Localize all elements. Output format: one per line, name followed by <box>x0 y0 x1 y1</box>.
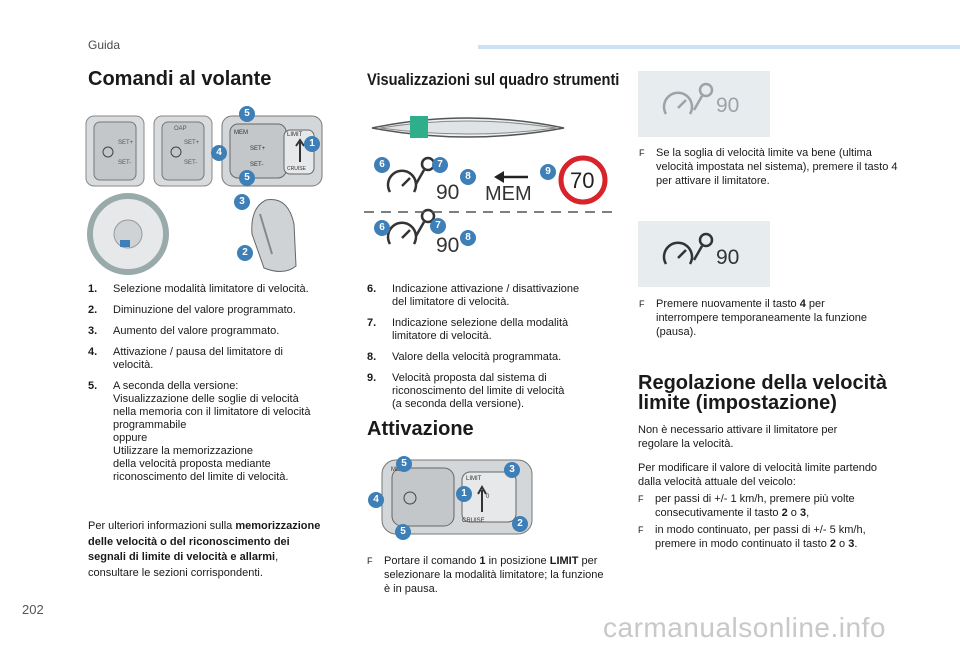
regulation-bullet-2: F in modo continuato, per passi di +/- 5… <box>638 524 866 550</box>
callout-5-bottom-act: 5 <box>395 524 411 540</box>
limiter-active-icon <box>662 82 714 115</box>
controls-legend-list: 1.Selezione modalità limitatore di veloc… <box>88 283 343 492</box>
callout-9: 9 <box>540 164 556 180</box>
callout-3-act: 3 <box>504 462 520 478</box>
svg-text:LIMIT: LIMIT <box>287 132 303 138</box>
svg-text:CRUISE: CRUISE <box>287 166 307 172</box>
list-item: 2.Diminuzione del valore programmato. <box>88 304 296 316</box>
instrument-display-illustration <box>364 116 614 245</box>
activation-title: Attivazione <box>367 418 474 440</box>
callout-6-b: 6 <box>374 220 390 236</box>
list-item: 9.Velocità proposta dal sistema di ricon… <box>367 372 565 410</box>
display-speed-value-paused: 90 <box>436 234 460 257</box>
panel-speed-grey: 90 <box>716 94 740 117</box>
display-legend-list: 6.Indicazione attivazione / disattivazio… <box>367 283 612 419</box>
display-speed-value: 90 <box>436 181 460 204</box>
callout-7: 7 <box>432 157 448 173</box>
list-item: 4.Attivazione / pausa del limitatore di … <box>88 346 283 371</box>
callout-7-b: 7 <box>430 218 446 234</box>
left-title: Comandi al volante <box>88 68 272 90</box>
callout-6: 6 <box>374 157 390 173</box>
header-accent-bar <box>478 45 960 49</box>
watermark: carmanualsonline.info <box>603 612 886 643</box>
callout-5-top-act: 5 <box>396 456 412 472</box>
svg-text:SET-: SET- <box>184 160 197 166</box>
callout-8: 8 <box>460 169 476 185</box>
display-panel-active <box>638 71 770 137</box>
list-item: 8.Valore della velocità programmata. <box>367 351 562 363</box>
svg-text:SET+: SET+ <box>118 140 134 146</box>
callout-5-bottom: 5 <box>239 170 255 186</box>
list-item: 6.Indicazione attivazione / disattivazio… <box>367 283 580 308</box>
callout-4: 4 <box>211 145 227 161</box>
speed-sign-value: 70 <box>570 168 595 193</box>
callout-2-act: 2 <box>512 516 528 532</box>
left-note: Per ulteriori informazioni sulla memoriz… <box>88 520 321 579</box>
svg-text:SET+: SET+ <box>250 146 266 152</box>
section-header: Guida <box>88 38 121 52</box>
stalk-label-cruise: CRUISE <box>462 518 485 524</box>
stalk-label-off: 0 <box>486 494 490 500</box>
regulation-title-line1: Regolazione della velocità <box>638 372 887 394</box>
callout-1-act: 1 <box>456 486 472 502</box>
regulation-para-1: Non è necessario attivare il limitatore … <box>638 424 838 450</box>
callout-4-act: 4 <box>368 492 384 508</box>
svg-text:SET+: SET+ <box>184 140 200 146</box>
callout-5-top: 5 <box>239 106 255 122</box>
stalk-label-limit: LIMIT <box>466 476 482 482</box>
right-bullet-1: F Se la soglia di velocità limite va ben… <box>639 147 898 187</box>
list-item: 1.Selezione modalità limitatore di veloc… <box>88 283 309 295</box>
regulation-para-2: Per modificare il valore di velocità lim… <box>638 462 878 488</box>
list-item: 7.Indicazione selezione della modalità l… <box>367 317 569 342</box>
callout-8-b: 8 <box>460 230 476 246</box>
display-panel-paused <box>638 221 770 287</box>
regulation-bullet-1: F per passi di +/- 1 km/h, premere più v… <box>638 493 855 519</box>
svg-text:SET-: SET- <box>250 162 263 168</box>
list-item: 3.Aumento del valore programmato. <box>88 325 280 337</box>
svg-text:MEM: MEM <box>234 130 248 136</box>
display-mem-label: MEM <box>485 183 532 205</box>
list-item: 5.A seconda della versione: Visualizzazi… <box>88 380 311 483</box>
callout-1: 1 <box>304 136 320 152</box>
limiter-paused-icon <box>662 232 714 265</box>
steering-controls-illustration: SET+ SET- OAP SET+ SET- MEM SET+ SET- LI… <box>85 115 323 275</box>
activation-instruction: F Portare il comando 1 in posizione LIMI… <box>367 555 604 595</box>
middle-title: Visualizzazioni sul quadro strumenti <box>367 70 620 89</box>
svg-text:OAP: OAP <box>174 126 187 132</box>
callout-3: 3 <box>234 194 250 210</box>
panel-speed-dark: 90 <box>716 246 740 269</box>
right-bullet-2: F Premere nuovamente il tasto 4 per inte… <box>639 298 867 338</box>
page-number: 202 <box>22 602 44 617</box>
svg-text:SET-: SET- <box>118 160 131 166</box>
regulation-title-line2: limite (impostazione) <box>638 392 837 414</box>
callout-2: 2 <box>237 245 253 261</box>
